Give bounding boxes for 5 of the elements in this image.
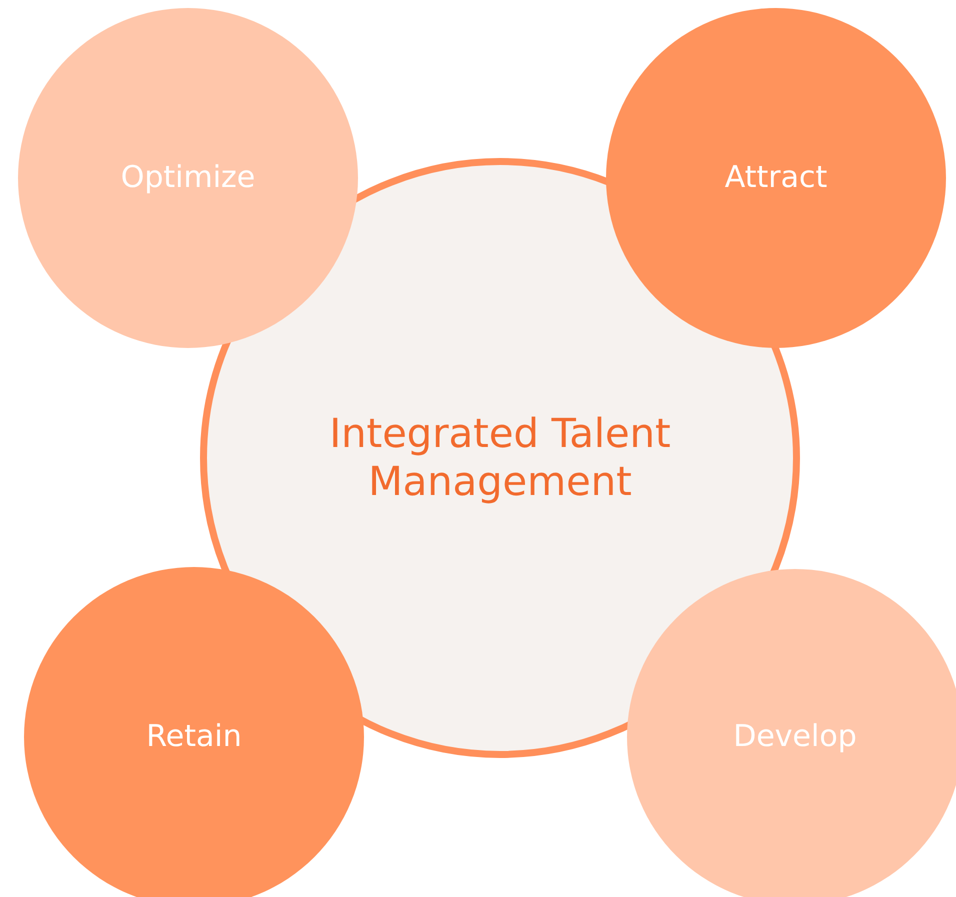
circle-label: Integrated Talent Management [328, 410, 672, 506]
circle-label: Optimize [120, 160, 256, 196]
circle-label: Retain [146, 719, 242, 755]
circle-label: Attract [724, 160, 828, 196]
circle-label: Develop [733, 719, 857, 755]
